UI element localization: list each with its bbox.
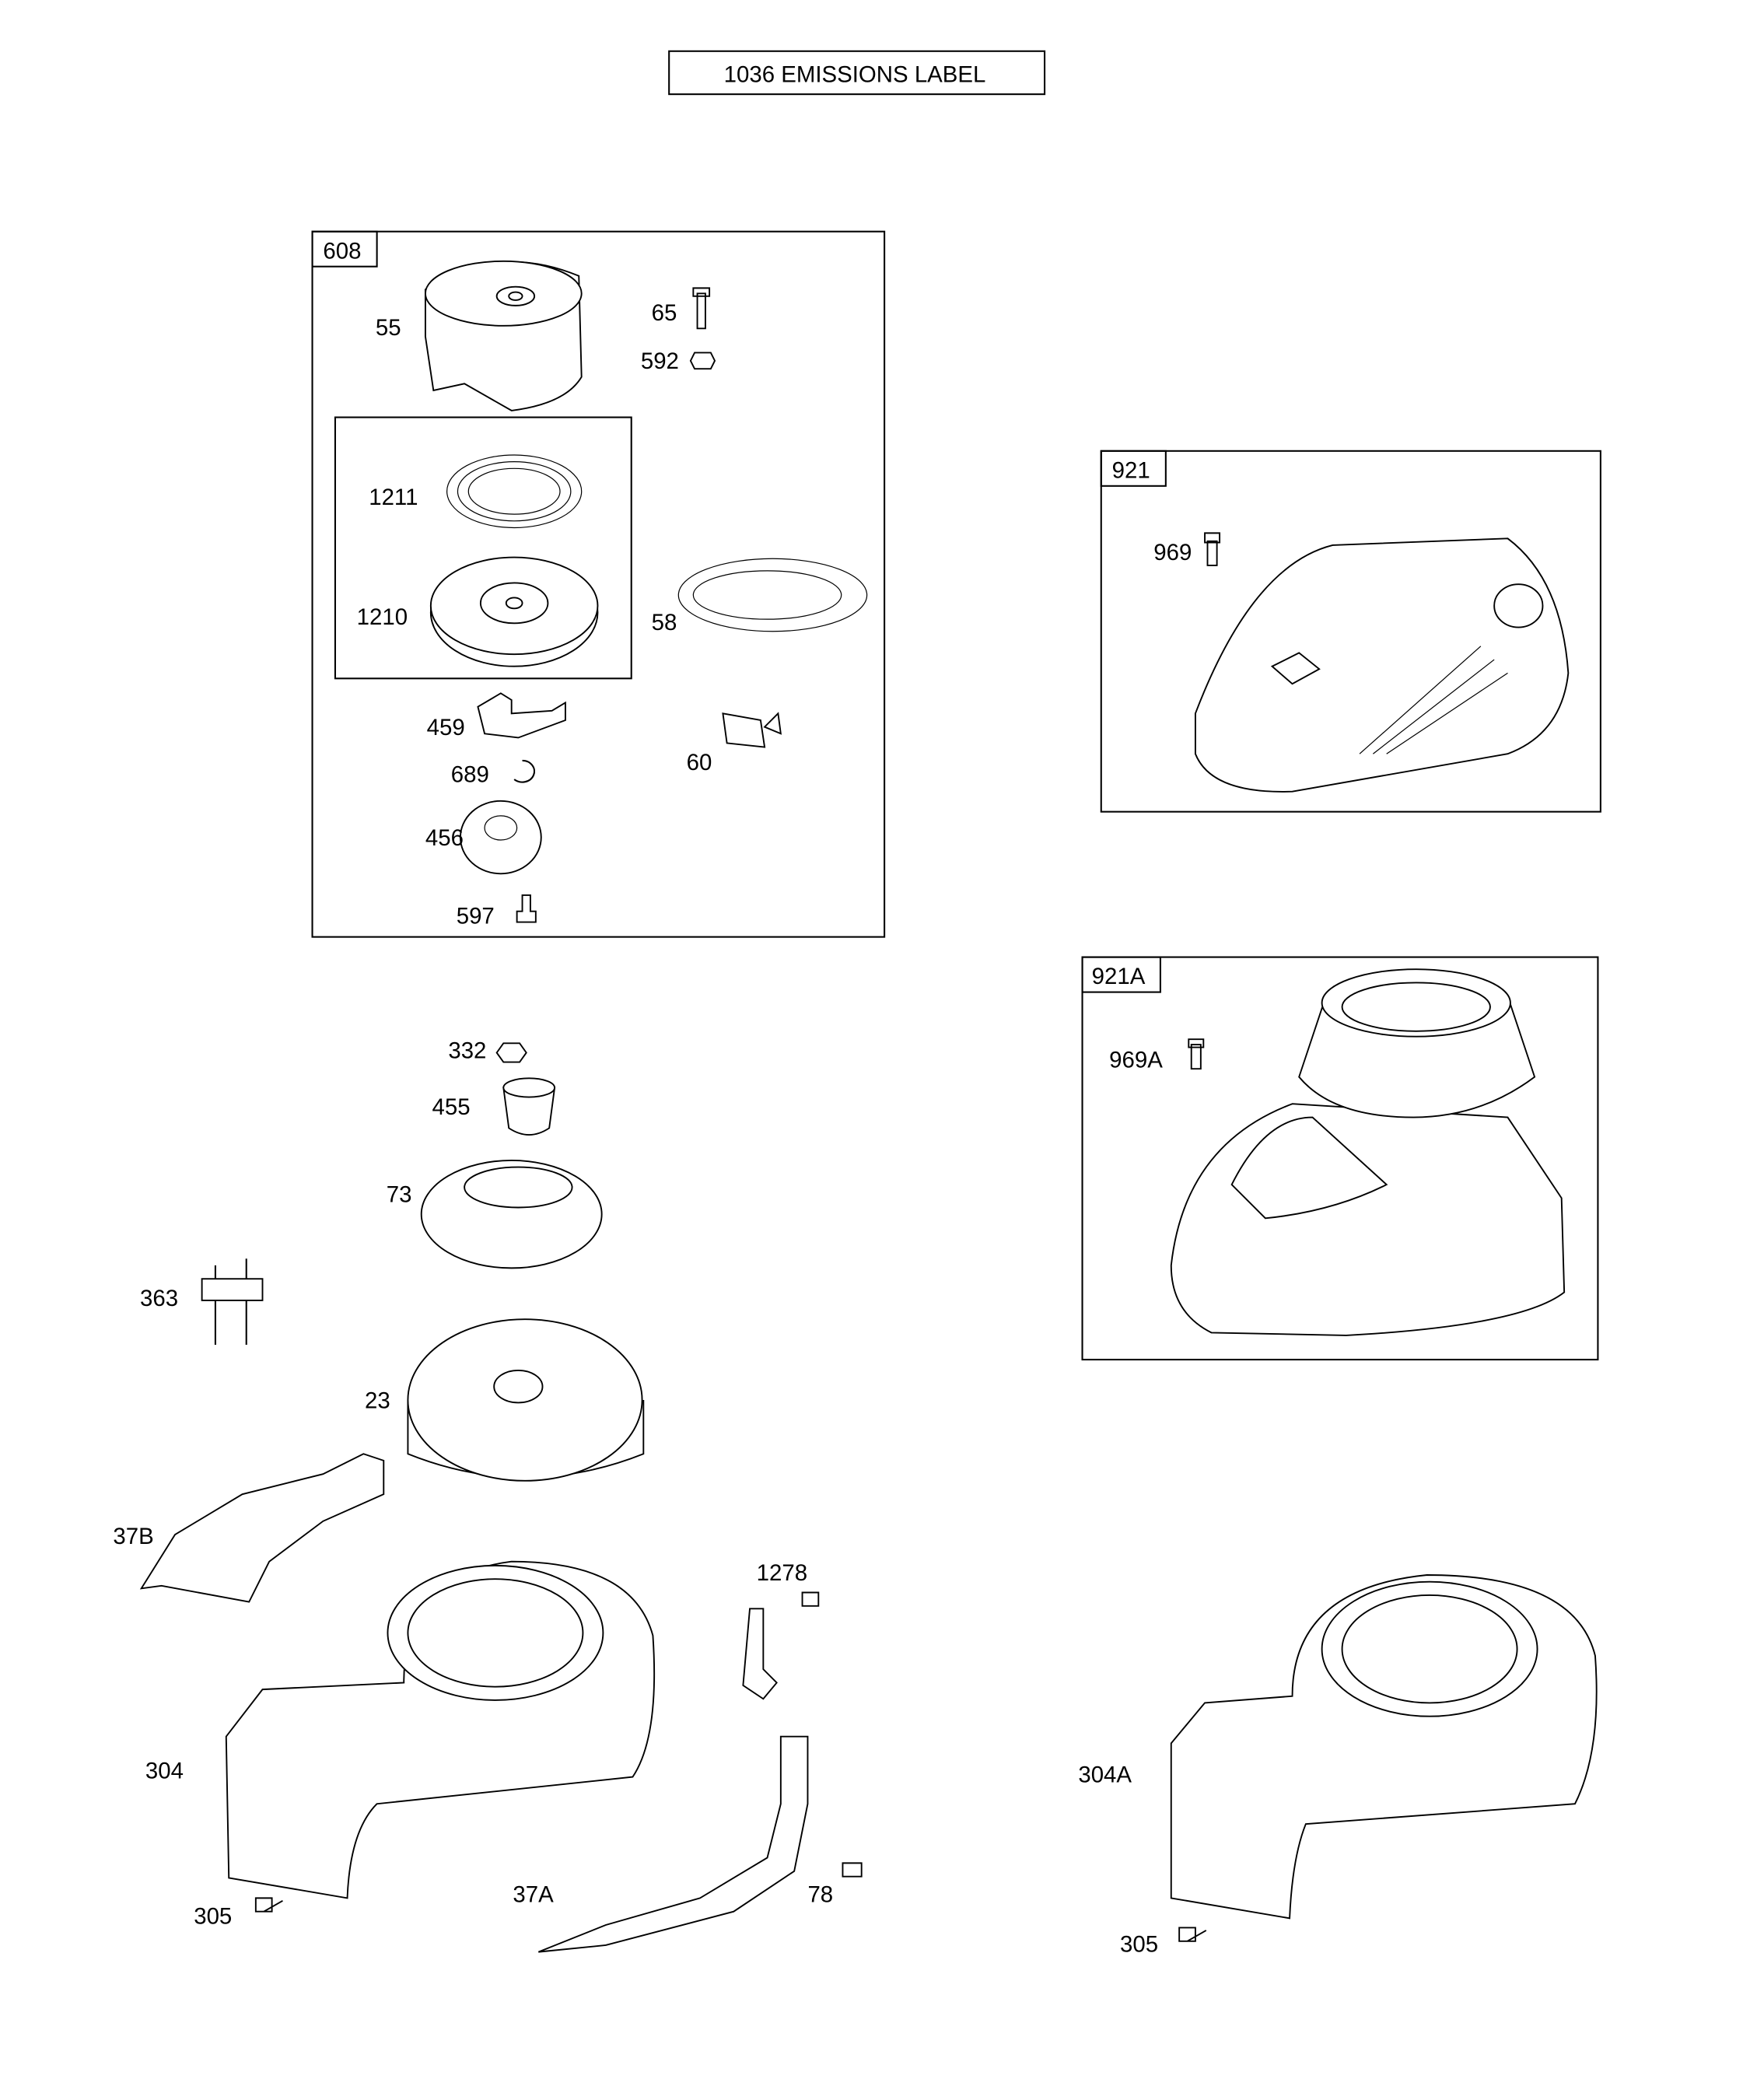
bolt-icon (1188, 1038, 1205, 1070)
air-guide-37B-drawing (139, 1453, 385, 1603)
ignition-bracket-drawing (201, 1258, 264, 1346)
screw-icon (801, 1591, 820, 1607)
label-65: 65 (652, 300, 677, 326)
label-455: 455 (432, 1094, 471, 1120)
group-921: 921 969 (1100, 450, 1601, 813)
rope-drawing (677, 558, 868, 632)
label-23: 23 (365, 1388, 390, 1413)
label-55: 55 (376, 315, 401, 341)
group-608-tag: 608 (323, 238, 361, 264)
screw-icon (1178, 1927, 1207, 1942)
label-58: 58 (652, 610, 677, 635)
air-guide-37A-drawing (537, 1735, 809, 1953)
label-304: 304 (145, 1758, 184, 1783)
group-921A: 921A 969A (1081, 956, 1599, 1361)
label-304A: 304A (1078, 1762, 1132, 1788)
screw-icon (516, 894, 537, 923)
group-608: 608 55 65 592 1211 1210 5 (311, 230, 886, 938)
bolt-icon (1204, 532, 1221, 566)
blower-housing-304A-drawing (1170, 1574, 1598, 1920)
pawl-drawing (477, 692, 566, 739)
blower-cover-drawing (1194, 537, 1570, 793)
starter-housing-drawing (424, 260, 583, 411)
label-73: 73 (387, 1182, 412, 1208)
label-1211: 1211 (369, 485, 418, 510)
label-592: 592 (641, 348, 679, 374)
screw-icon (254, 1897, 283, 1913)
retainer-ring-icon (513, 759, 536, 783)
pulley-drawing (429, 556, 599, 667)
label-969A: 969A (1109, 1047, 1163, 1073)
label-37A: 37A (513, 1882, 554, 1908)
label-305-right: 305 (1120, 1932, 1158, 1958)
flywheel-drawing (407, 1318, 645, 1482)
nut-icon (495, 1042, 527, 1063)
handle-drawing (722, 712, 782, 748)
label-78: 78 (807, 1882, 833, 1908)
label-60: 60 (687, 750, 712, 775)
blower-housing-304-drawing (225, 1560, 656, 1899)
label-37B: 37B (113, 1524, 153, 1549)
label-969: 969 (1153, 540, 1192, 565)
label-689: 689 (451, 762, 489, 788)
label-597: 597 (457, 903, 495, 929)
screw-icon (842, 1862, 863, 1878)
label-332: 332 (448, 1038, 486, 1063)
label-1210: 1210 (357, 604, 408, 630)
label-459: 459 (427, 715, 465, 740)
label-456: 456 (425, 825, 464, 851)
cup-drawing (459, 800, 542, 875)
starter-clutch-drawing (502, 1087, 556, 1136)
group-921A-tag: 921A (1092, 964, 1146, 989)
spring-drawing (446, 454, 583, 529)
emissions-label-box (668, 50, 1046, 96)
air-vane-drawing (742, 1608, 778, 1700)
label-305-left: 305 (194, 1903, 232, 1929)
group-921-tag: 921 (1112, 457, 1150, 483)
bolt-icon (692, 287, 711, 330)
emissions-label-text: 1036 EMISSIONS LABEL (724, 62, 986, 88)
label-1278: 1278 (757, 1560, 807, 1586)
nut-icon (689, 352, 716, 370)
label-363: 363 (140, 1286, 178, 1311)
blower-cover-drawing (1170, 1103, 1566, 1336)
